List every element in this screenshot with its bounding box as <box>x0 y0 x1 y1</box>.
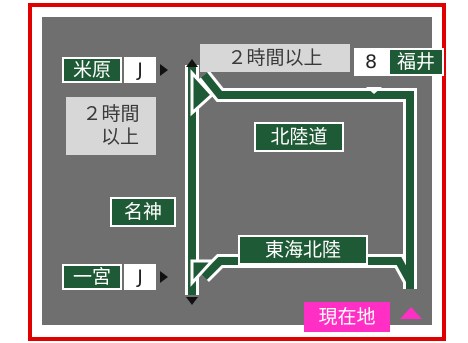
junction-type-maibara: J <box>124 57 156 83</box>
junction-arrow-icon <box>160 271 168 283</box>
travel-time-left: ２時間 以上 <box>66 97 156 155</box>
junction-arrow-icon <box>160 64 168 76</box>
road-label-hokuriku: 北陸道 <box>254 122 344 152</box>
exit-name-fukui: 福井 <box>388 48 444 76</box>
map-frame: 米原 J ２時間以上 8 福井 ２時間 以上 北陸道 名神 東海北陸 一宮 J … <box>28 3 446 341</box>
top-junction-wedge <box>190 69 215 117</box>
junction-name-ichinomiya: 一宮 <box>62 264 122 290</box>
exit-number: 8 <box>354 48 388 76</box>
travel-time-top: ２時間以上 <box>200 44 350 72</box>
junction-name-maibara: 米原 <box>62 57 122 83</box>
road-network <box>185 59 422 319</box>
junction-type-ichinomiya: J <box>124 264 156 290</box>
north-arrow-icon <box>186 59 198 67</box>
travel-time-left-line1: ２時間 <box>82 103 140 126</box>
current-location-icon <box>400 307 422 319</box>
south-end-icon <box>186 297 198 305</box>
road-label-tokai-hokuriku: 東海北陸 <box>238 235 368 265</box>
exit-pointer-icon <box>366 87 382 94</box>
road-label-meishin: 名神 <box>110 197 176 227</box>
travel-time-left-line2: 以上 <box>100 126 139 148</box>
traffic-map-panel: 米原 J ２時間以上 8 福井 ２時間 以上 北陸道 名神 東海北陸 一宮 J … <box>42 17 444 332</box>
current-location-label: 現在地 <box>304 302 390 332</box>
bottom-junction-wedge <box>190 259 216 287</box>
